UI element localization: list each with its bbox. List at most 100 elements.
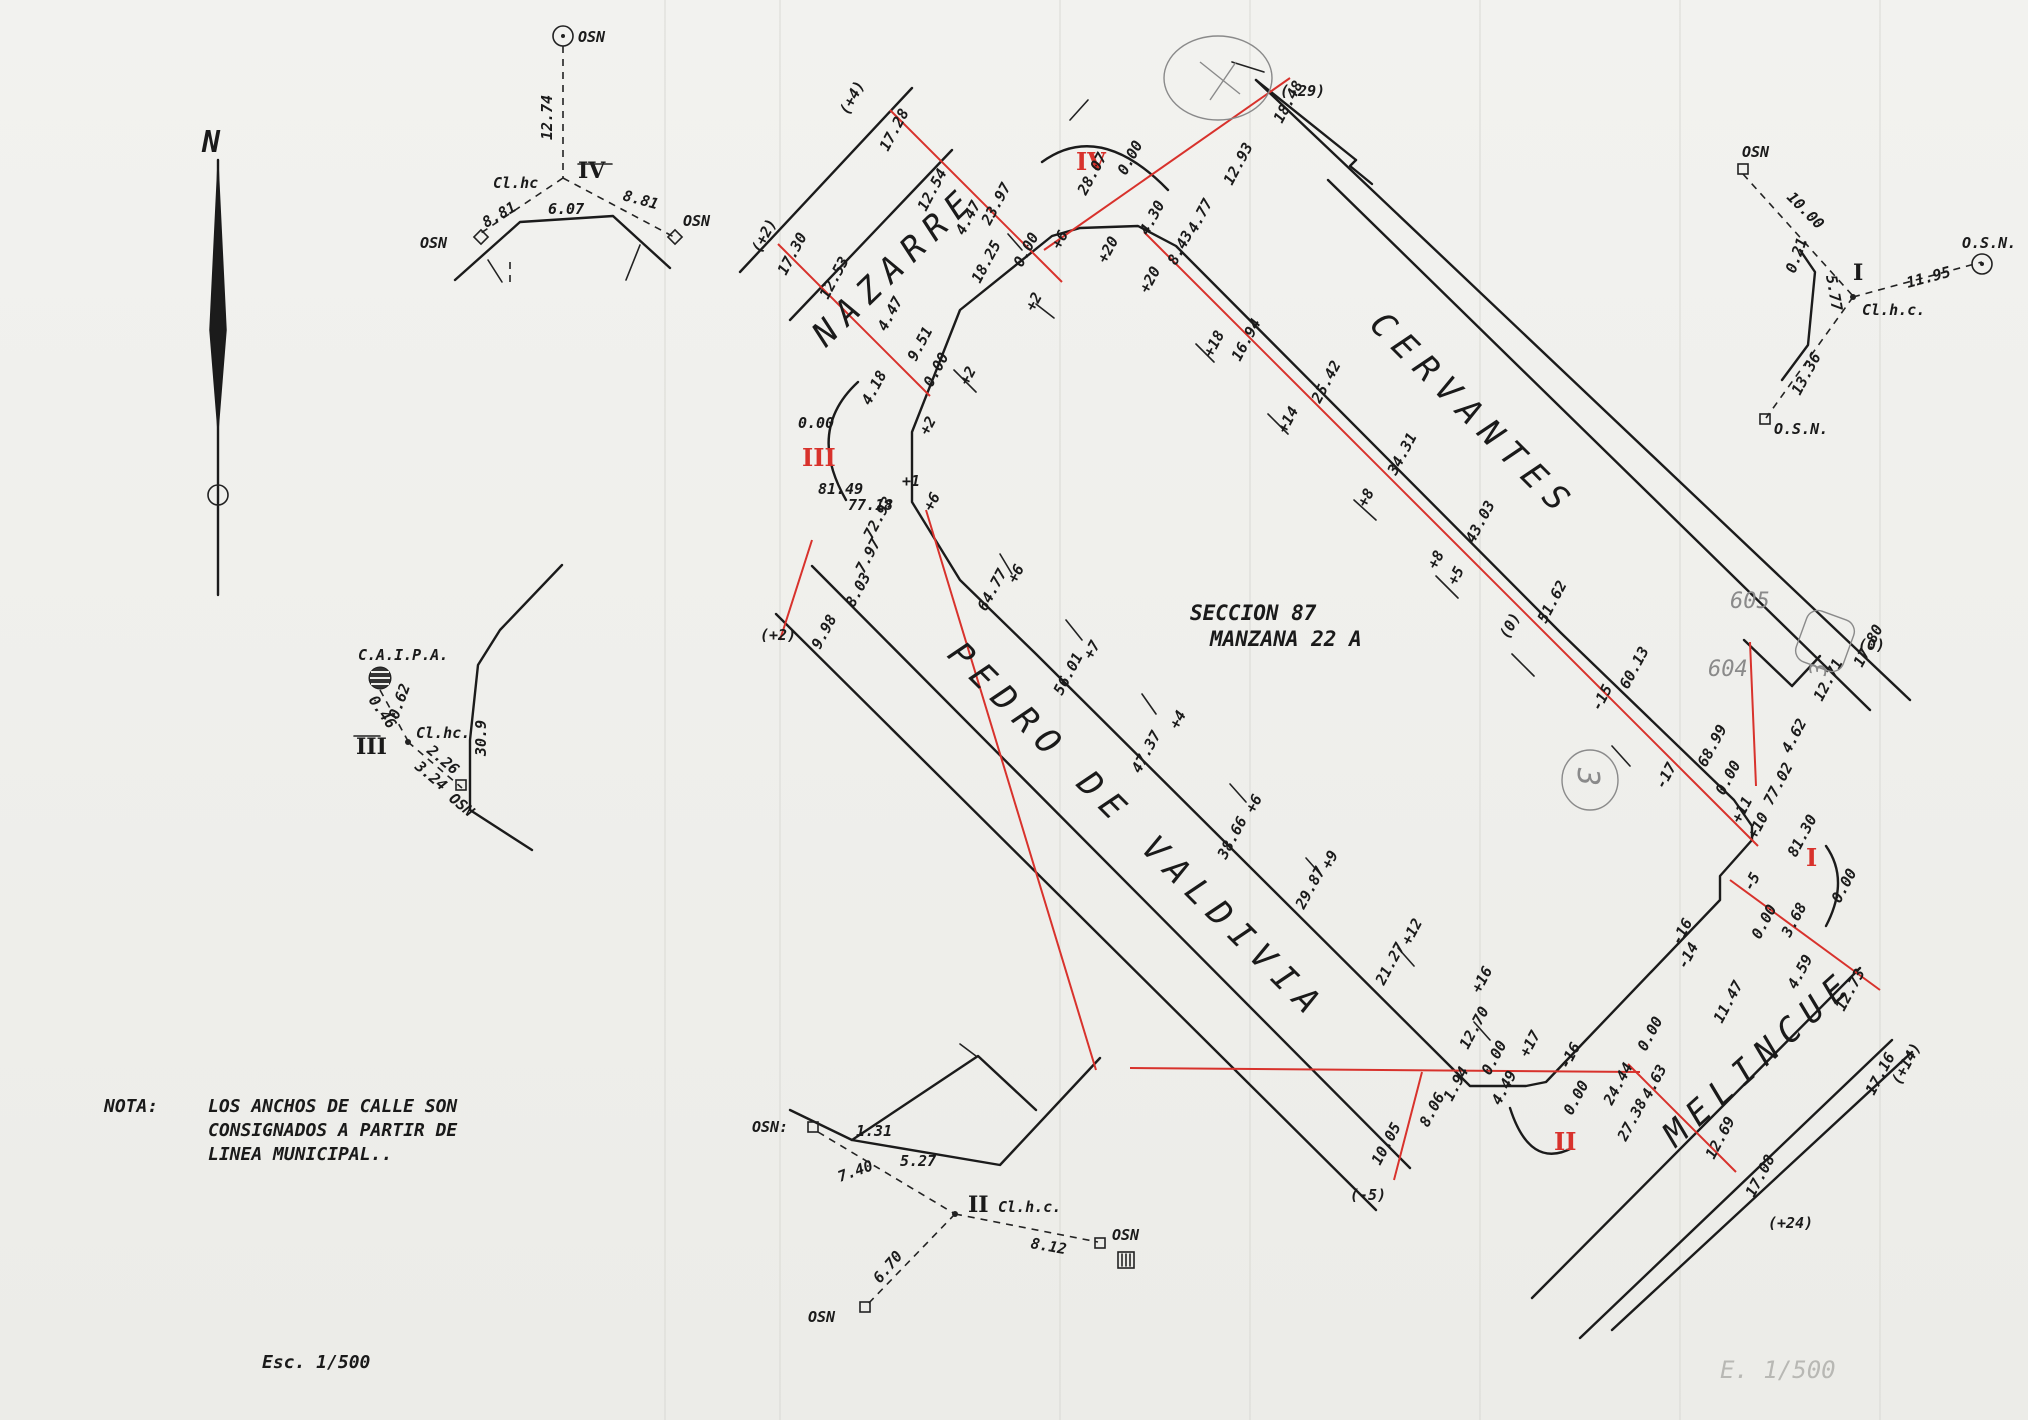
dim-corner-iii-0: 0.00 — [798, 414, 834, 432]
dim-corner-i-4: 77.02 — [1760, 760, 1797, 808]
dim-corner-iv-2: 4.30 — [1136, 198, 1169, 238]
dim-cervantes-in-8: 43.03 — [1462, 498, 1499, 546]
dim-valdivia-in-15: +17 — [1516, 1028, 1545, 1060]
detail-i-v5: 13.36 — [1788, 350, 1825, 398]
detail-ii-v1: 1.31 — [856, 1122, 892, 1140]
dim-cervantes-in-0: +18 — [1200, 328, 1229, 360]
dim-nazarre-in-7: 0.00 — [920, 350, 953, 390]
dim-corner-i-8: 0.00 — [1828, 866, 1861, 906]
dim-corner-iii-3: +1 — [902, 472, 920, 490]
dim-cervantes-in-15: 0.00 — [1712, 758, 1745, 798]
corner-iv-roman: IV — [1076, 147, 1106, 176]
detail-iii-v5: 30.9 — [472, 720, 490, 757]
dim-corner-iv-3: +20 — [1094, 234, 1123, 266]
detail-i-roman: I — [1853, 260, 1863, 286]
detail-ii-v2: 5.27 — [900, 1152, 936, 1170]
dim-melincue-in-8: 11.47 — [1710, 978, 1747, 1026]
note-block: NOTA: LOS ANCHOS DE CALLE SON CONSIGNADO… — [103, 1096, 458, 1165]
red-dimension-lines — [777, 77, 1881, 1181]
dim-cervantes-out-2: 12.93 — [1220, 140, 1257, 188]
note-label: NOTA: — [103, 1096, 158, 1117]
scale-label: Esc. 1/500 — [262, 1352, 371, 1373]
dim-valdivia-in-6: 38.66 — [1213, 814, 1251, 863]
corner-ii-roman: II — [1554, 1127, 1576, 1156]
detail-i-v4: 11.95 — [1904, 263, 1952, 292]
street-pedro-de-valdivia: PEDRO DE VALDIVIA — [940, 634, 1335, 1029]
dim-corner-ii-1: 0.00 — [1560, 1078, 1593, 1118]
detail-iii-clhc: Cl.hc. — [416, 724, 470, 742]
note-line-1: LOS ANCHOS DE CALLE SON — [208, 1096, 458, 1117]
detail-iii-roman: III — [356, 734, 387, 760]
detail-ii: OSN: 1.31 5.27 7.40 II Cl.h.c. 8.12 OSN … — [752, 1043, 1140, 1326]
detail-iii-caipa: C.A.I.P.A. — [358, 646, 448, 664]
dim-valdivia-out-3: (+2) — [760, 626, 796, 644]
street-lines — [738, 61, 1914, 1340]
elevation-ticks — [953, 233, 1631, 1041]
detail-ii-roman: II — [968, 1192, 989, 1218]
dim-corner-i-3: (0) — [1858, 636, 1885, 654]
pencil-note-d: 3 — [1570, 767, 1605, 786]
north-label: N — [201, 125, 221, 160]
detail-iii: C.A.I.P.A. 0.62 0.46 Cl.hc. III 2.26 3.2… — [353, 563, 564, 852]
dim-nazarre-out-0: (+4) — [836, 78, 869, 118]
dim-cervantes-out-3: 4.77 — [1184, 196, 1217, 236]
pencil-note-a: 605 — [1730, 589, 1770, 614]
manzana-label: MANZANA 22 A — [1209, 627, 1362, 651]
corner-i-roman: I — [1806, 843, 1817, 872]
dim-cervantes-in-4: +8 — [1354, 485, 1378, 509]
detail-iv-v2: 8.81 — [479, 198, 519, 232]
detail-i-osn-right: O.S.N. — [1962, 234, 2016, 252]
seccion-label: SECCION 87 — [1190, 601, 1317, 625]
dim-nazarre-out-1: 17.28 — [876, 106, 913, 154]
dim-corner-iv-4: +20 — [1136, 264, 1165, 296]
dim-corner-ii-5: 4.63 — [1638, 1062, 1671, 1102]
detail-iv-v1: 12.74 — [538, 95, 556, 140]
dim-melincue-in-0: 0.00 — [1748, 902, 1781, 942]
pencil-notes: 605 604 3 3 — [1163, 35, 1856, 811]
detail-i-osn-bottom: O.S.N. — [1774, 420, 1828, 438]
detail-ii-v3: 7.40 — [835, 1156, 875, 1185]
dim-nazarre-in-8: 4.18 — [858, 368, 891, 408]
dim-corner-i-0: 4.62 — [1778, 716, 1811, 756]
dim-cervantes-out-0: (-29) — [1280, 82, 1325, 100]
dim-corner-ii-4: 27.38 — [1613, 1096, 1651, 1145]
dim-melincue-in-9: 0.00 — [1634, 1014, 1667, 1054]
dim-cervantes-in-6: +8 — [1424, 547, 1448, 571]
detail-i-v3: 5.77 — [1822, 274, 1846, 313]
detail-i-osn-top: OSN — [1742, 143, 1770, 161]
detail-iv-clhc: Cl.hc — [493, 174, 538, 192]
note-line-3: LINEA MUNICIPAL.. — [208, 1144, 392, 1165]
dim-corner-iv-1: 0.00 — [1114, 138, 1147, 178]
dim-valdivia-out-1: 8.03 — [842, 570, 875, 610]
dim-valdivia-out-7: (-5) — [1350, 1186, 1386, 1204]
dim-corner-ii-8: (+24) — [1768, 1214, 1813, 1232]
dim-cervantes-in-10: 51.62 — [1534, 578, 1571, 626]
detail-iv-osn-left: OSN — [420, 234, 448, 252]
dim-cervantes-in-5: 34.31 — [1383, 430, 1421, 479]
detail-iii-osn: OSN — [445, 789, 478, 821]
detail-iv-roman: IV — [578, 158, 606, 184]
dim-cervantes-in-2: +14 — [1274, 404, 1303, 436]
dim-valdivia-out-0: 7.97 — [852, 536, 885, 576]
dim-nazarre-in-4: +2 — [1022, 289, 1046, 313]
dim-corner-iii-2: 77.18 — [848, 496, 893, 514]
dim-corner-ii-7: 17.08 — [1742, 1152, 1779, 1200]
detail-i-v2: 0.21 — [1782, 235, 1811, 275]
paper-grid — [664, 0, 1881, 1420]
north-arrow: N — [201, 125, 229, 597]
dim-cervantes-in-11: -15 — [1588, 682, 1617, 714]
note-line-2: CONSIGNADOS A PARTIR DE — [208, 1120, 457, 1141]
detail-iv-osn-right: OSN — [683, 212, 711, 230]
detail-ii-osn-right: OSN — [1112, 1226, 1140, 1244]
dim-cervantes-in-12: 60.13 — [1616, 644, 1653, 692]
dim-corner-iii-1: 81.49 — [818, 480, 863, 498]
corner-iii-roman: III — [802, 443, 836, 472]
dim-valdivia-in-7: +6 — [1242, 791, 1266, 815]
detail-ii-v5: 6.70 — [869, 1247, 906, 1286]
dim-nazarre-in-6: +2 — [956, 363, 980, 387]
detail-iv-v3: 6.07 — [548, 200, 584, 218]
detail-ii-v4: 8.12 — [1029, 1234, 1068, 1258]
dim-corner-iii-5: +6 — [920, 489, 944, 513]
